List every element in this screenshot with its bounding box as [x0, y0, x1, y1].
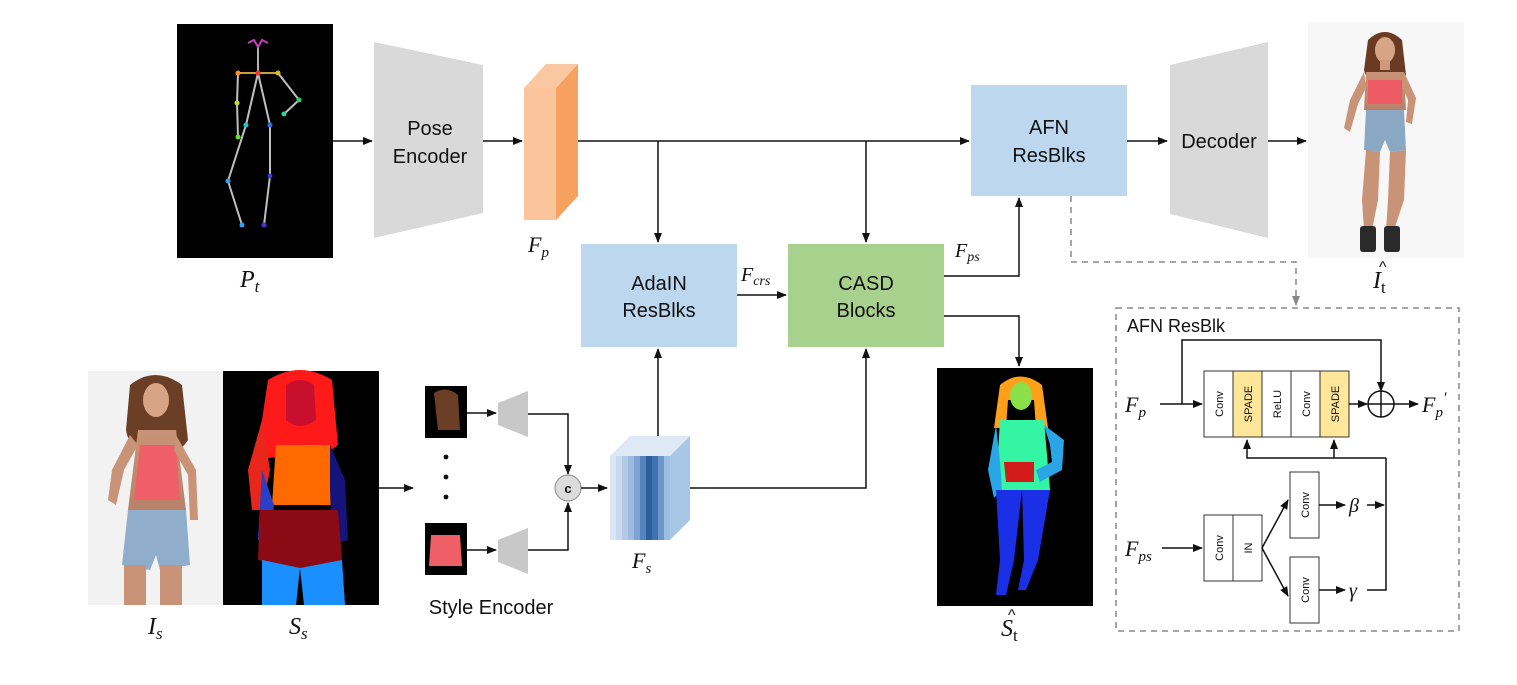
- layer-spade-1-label: SPADE: [1243, 386, 1255, 422]
- layer-spade-2: [1319, 370, 1350, 438]
- detail-input-fp: Fp: [1124, 392, 1146, 421]
- style-encoder-branch-bottom: [498, 528, 528, 574]
- beta-conv-label: Conv: [1300, 492, 1312, 518]
- detail-output-fp-prime: Fp′: [1421, 390, 1447, 421]
- beta-symbol: β: [1348, 495, 1359, 517]
- pose-encoder-label-line2: Encoder: [393, 146, 468, 168]
- decoder-label: Decoder: [1181, 131, 1257, 153]
- adain-label-line1: AdaIN: [631, 273, 687, 295]
- pose-label: Pt: [239, 267, 261, 296]
- afn-label-line1: AFN: [1029, 117, 1069, 139]
- fs-feature-stack: [610, 436, 690, 540]
- casd-label-line2: Blocks: [837, 300, 896, 322]
- casd-blocks-block: [788, 244, 944, 347]
- style-encoder: c: [425, 386, 582, 575]
- concat-label: c: [564, 481, 571, 496]
- pose-image: [177, 24, 333, 258]
- gamma-conv: [1289, 556, 1320, 624]
- fcrs-label: Fcrs: [740, 264, 771, 289]
- part-top-thumbnail: [425, 523, 467, 575]
- output-label-hat: ^: [1379, 259, 1387, 276]
- arrow-casd-to-afn: [944, 197, 1023, 277]
- norm-in: [1232, 514, 1263, 582]
- pose-encoder-block: [374, 42, 483, 238]
- arrow-fs-to-casd: [690, 348, 870, 489]
- afn-label-line2: ResBlks: [1012, 145, 1085, 167]
- predicted-parsing-label: St: [1001, 616, 1018, 645]
- norm-in-label: IN: [1243, 542, 1255, 553]
- detail-input-fps: Fps: [1124, 536, 1152, 565]
- predicted-parsing-hat: ^: [1008, 607, 1016, 624]
- source-parsing-map: [223, 370, 379, 605]
- predicted-parsing-map: [937, 368, 1093, 606]
- adain-resblks-block: [581, 244, 737, 347]
- gamma-conv-label: Conv: [1300, 577, 1312, 603]
- layer-conv-2-label: Conv: [1301, 391, 1313, 417]
- pose-encoder-label-line1: Pose: [407, 118, 453, 140]
- dashed-arrow-afn-to-detail: [1070, 196, 1300, 306]
- layer-relu-label: ReLU: [1272, 390, 1284, 418]
- part-hair-thumbnail: [425, 386, 467, 438]
- arrow-casd-to-parsing: [944, 315, 1023, 367]
- casd-label-line1: CASD: [838, 273, 894, 295]
- output-image: [1308, 22, 1464, 258]
- beta-conv: [1289, 471, 1320, 539]
- layer-spade-1: [1232, 370, 1263, 438]
- source-image: [88, 371, 223, 605]
- source-label: Is: [147, 614, 163, 643]
- source-parsing-label: Ss: [289, 614, 308, 643]
- ellipsis-dot: [443, 474, 449, 480]
- decoder-block: [1170, 42, 1268, 238]
- output-label: It: [1372, 268, 1386, 297]
- layer-conv-1-label: Conv: [1214, 391, 1226, 417]
- layer-conv-1: [1203, 370, 1234, 438]
- afn-resblk-detail-panel: AFN ResBlk Fp Conv SPADE ReLU Conv SPADE…: [1115, 307, 1460, 632]
- ellipsis-dot: [443, 494, 449, 500]
- fp-label: Fp: [527, 232, 549, 261]
- layer-conv-2: [1290, 370, 1321, 438]
- afn-resblks-block: [971, 85, 1127, 196]
- fps-label: Fps: [954, 240, 980, 265]
- layer-relu: [1261, 370, 1292, 438]
- fp-feature-map: [524, 64, 578, 220]
- style-encoder-label: Style Encoder: [429, 597, 554, 619]
- style-encoder-branch-top: [498, 391, 528, 437]
- layer-spade-2-label: SPADE: [1330, 386, 1342, 422]
- norm-conv-label: Conv: [1214, 535, 1226, 561]
- ellipsis-dot: [443, 454, 449, 460]
- adain-label-line2: ResBlks: [622, 300, 695, 322]
- skip-connection: [1181, 339, 1385, 404]
- gamma-symbol: γ: [1349, 580, 1358, 602]
- fs-label: Fs: [631, 548, 651, 577]
- detail-title: AFN ResBlk: [1127, 316, 1226, 336]
